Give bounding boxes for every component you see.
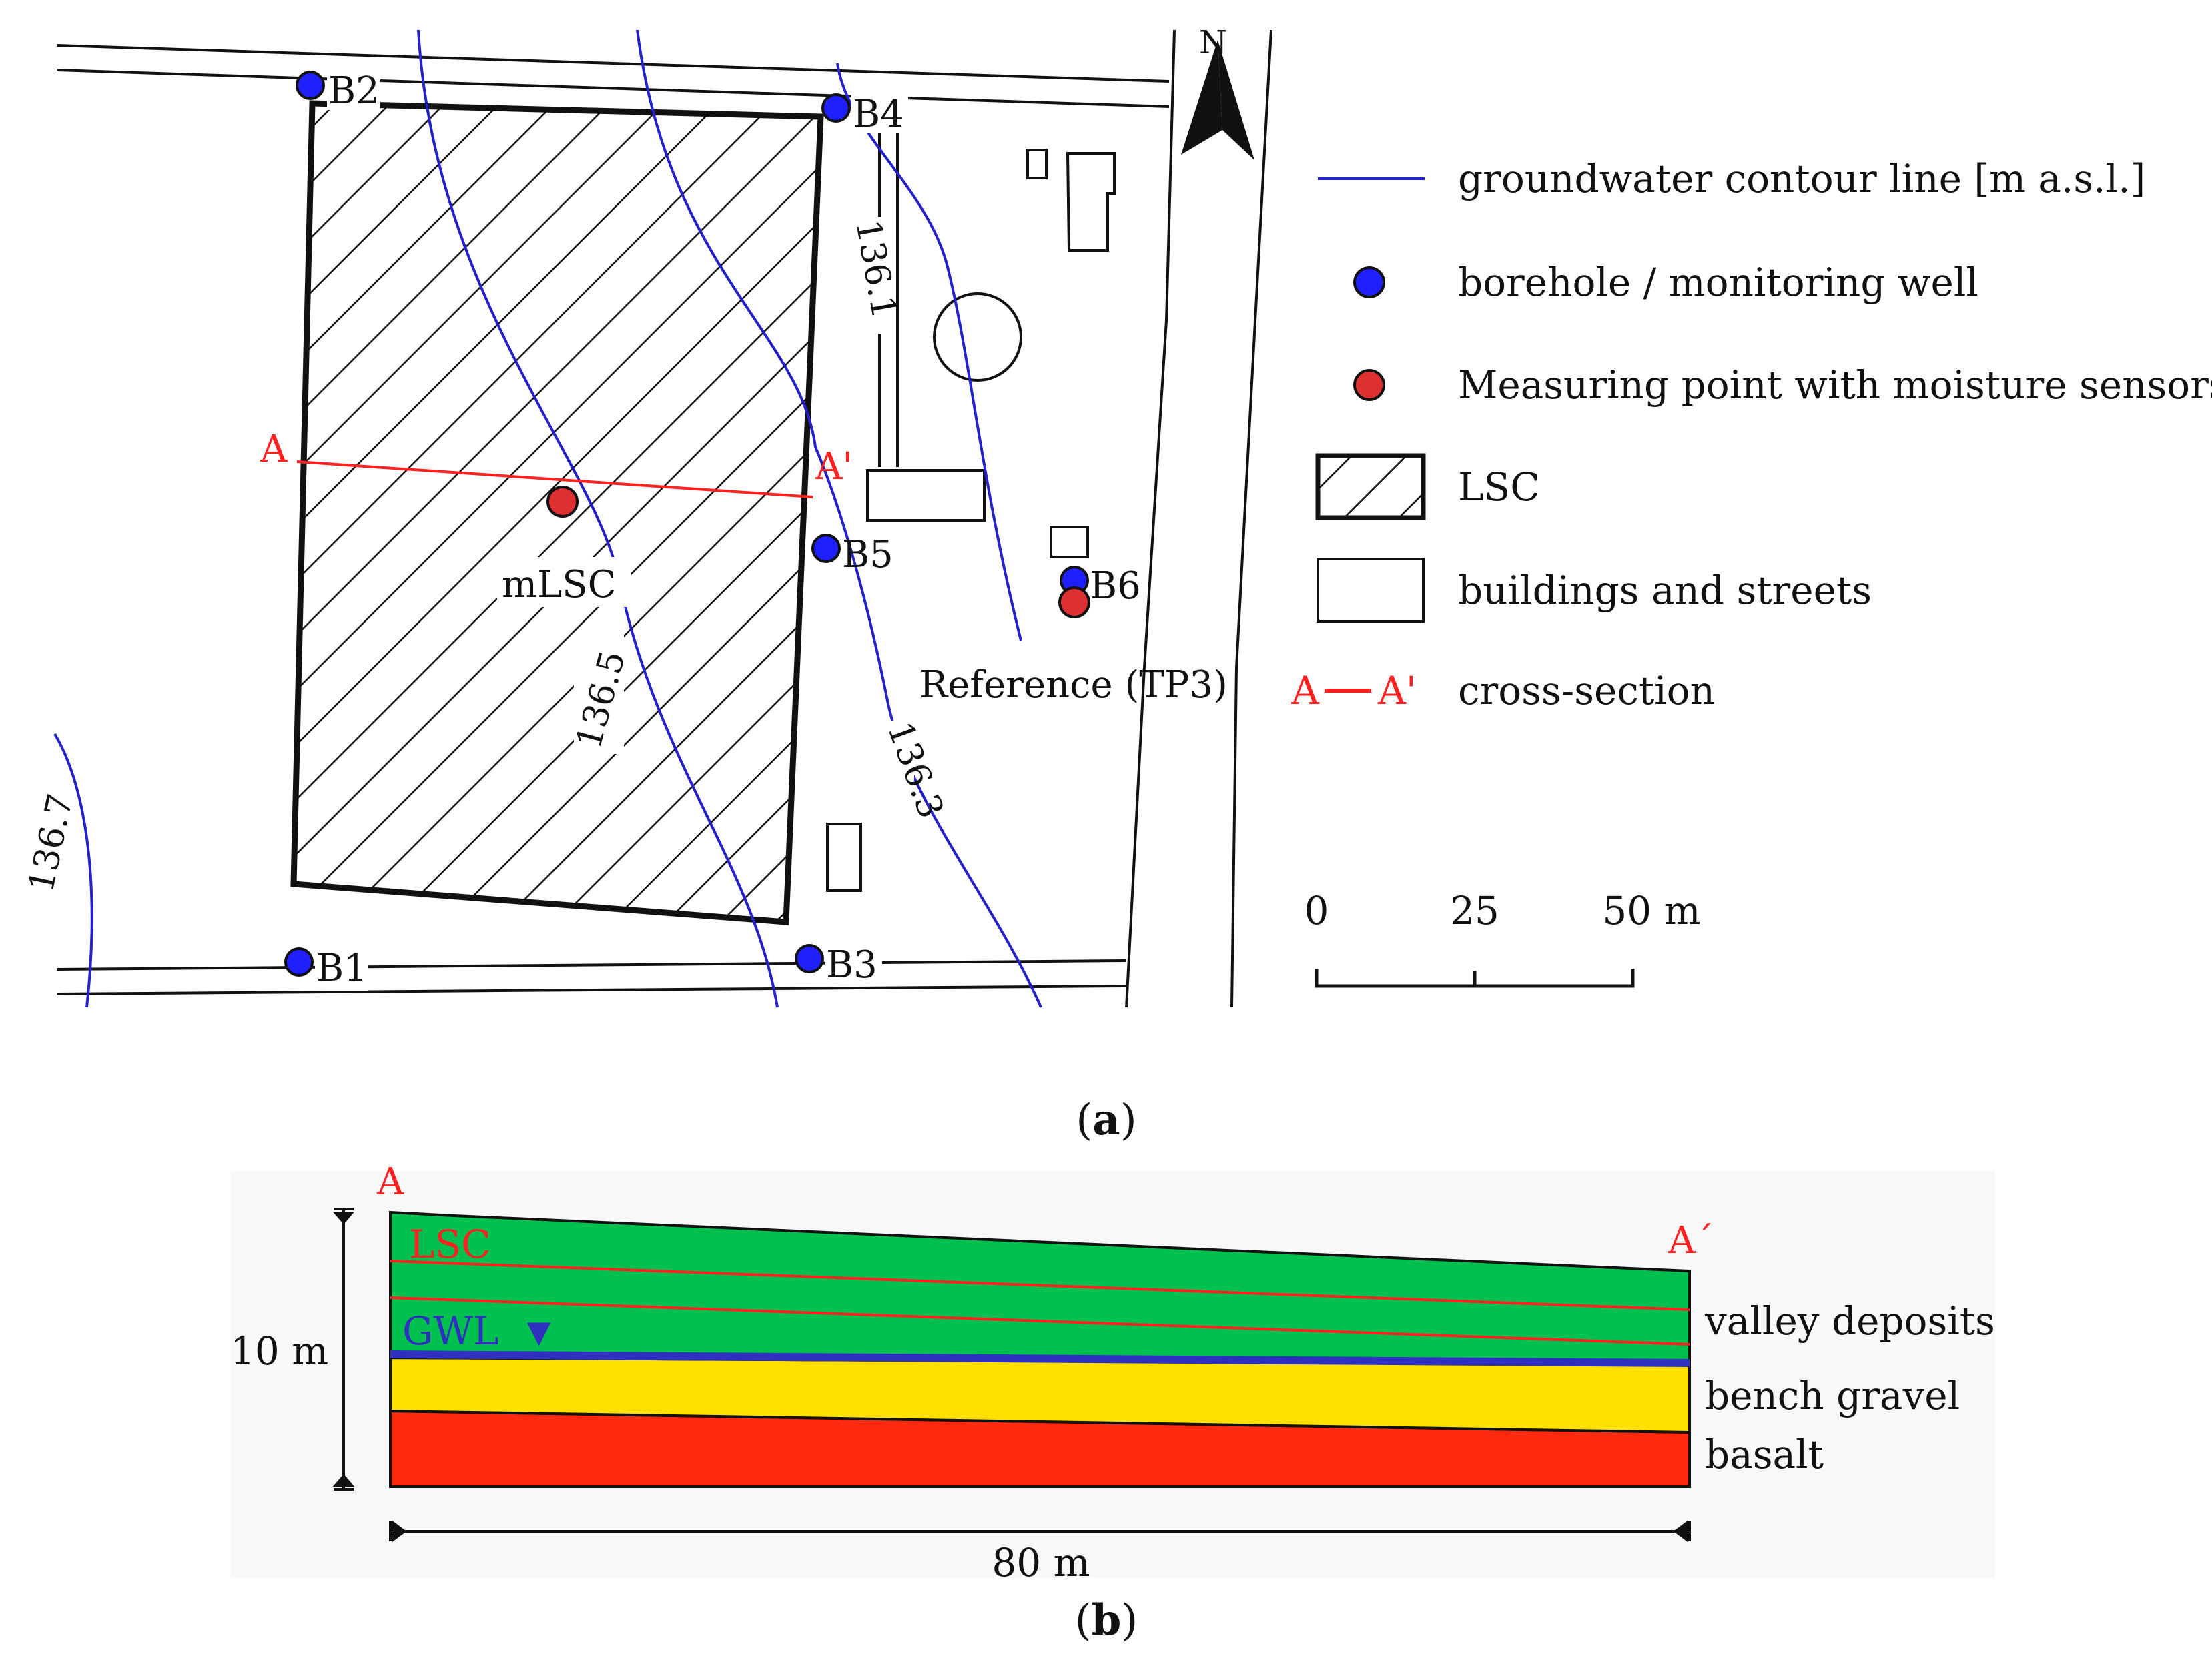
borehole-label-b3: B3 <box>826 943 877 987</box>
site-map: 136.7 136.5 136.3 136.1 A A' B2 B4 B5 <box>20 24 2212 1008</box>
legend-contour-label: groundwater contour line [m a.s.l.] <box>1458 156 2145 201</box>
scale-tick-0: 0 <box>1305 888 1329 933</box>
scale-tick-50: 50 m <box>1602 888 1700 933</box>
legend-sensor-label: Measuring point with moisture sensors <box>1458 362 2212 408</box>
panel-a-letter: a <box>1092 1095 1120 1145</box>
panel-b-caption: (b) <box>1075 1595 1138 1645</box>
building <box>1050 526 1089 558</box>
borehole-b2 <box>296 71 325 100</box>
building <box>866 469 986 522</box>
width-label: 80 m <box>992 1540 1090 1585</box>
buildings <box>826 149 1116 892</box>
borehole-label-b1: B1 <box>316 947 368 990</box>
north-arrow-icon: N <box>1181 24 1254 160</box>
panel-b-letter: b <box>1092 1595 1122 1645</box>
contour-label-1367: 136.7 <box>21 791 81 896</box>
layer-label-valley: valley deposits <box>1704 1298 1995 1344</box>
scale-bar: 0 25 50 m <box>1305 888 1701 988</box>
gwl-triangle-icon: ▼ <box>527 1314 551 1350</box>
section-lsc-label: LSC <box>409 1222 491 1267</box>
section-label-a: A <box>376 1160 404 1204</box>
gwl-line <box>390 1350 1690 1367</box>
building <box>1026 149 1048 179</box>
scale-tick-25: 25 <box>1450 888 1499 933</box>
sensor-label-mlsc: mLSC <box>502 563 617 606</box>
building <box>1066 152 1116 252</box>
legend-buildings-swatch <box>1317 558 1425 623</box>
building <box>826 823 862 892</box>
legend: groundwater contour line [m a.s.l.] bore… <box>1291 156 2212 713</box>
legend-lsc-label: LSC <box>1458 464 1540 510</box>
sensor-reference <box>1058 586 1090 618</box>
cross-section-line <box>296 460 813 498</box>
tank <box>933 292 1022 382</box>
borehole-label-b5: B5 <box>842 533 893 576</box>
borehole-label-b4: B4 <box>853 93 904 136</box>
section-label-a: A <box>260 428 288 471</box>
height-dimension <box>332 1208 355 1491</box>
layer-valley-deposits <box>389 1210 1691 1366</box>
svg-text:(a): (a) <box>1076 1095 1136 1145</box>
lsc-bottom-line <box>390 1296 1690 1346</box>
legend-section-a-prime: A' <box>1377 668 1417 713</box>
layer-label-gravel: bench gravel <box>1705 1373 1960 1418</box>
borehole-b3 <box>795 944 824 973</box>
legend-sensor-icon <box>1353 369 1385 401</box>
contour-1363 <box>636 29 1042 1008</box>
legend-section-a: A <box>1291 668 1320 713</box>
borehole-b5 <box>811 534 841 563</box>
legend-borehole-icon <box>1353 266 1385 298</box>
contour-1367 <box>53 733 93 1008</box>
lsc-top-line <box>390 1260 1690 1311</box>
borehole-labels: B2 B4 B5 B6 B1 B3 <box>315 67 1141 991</box>
north-label: N <box>1199 24 1227 61</box>
section-label-a-prime: A' <box>815 445 853 488</box>
legend-lsc-swatch <box>1315 453 1426 520</box>
borehole-label-b6: B6 <box>1090 564 1141 608</box>
height-label: 10 m <box>230 1328 328 1374</box>
panel-a-caption: (a) <box>1076 1095 1136 1145</box>
streets <box>56 29 1272 1008</box>
borehole-b1 <box>284 947 314 977</box>
sensor-label-reference: Reference (TP3) <box>919 663 1228 707</box>
borehole-b4 <box>821 93 851 123</box>
borehole-label-b2: B2 <box>328 69 380 113</box>
sensor-mlsc <box>546 486 579 518</box>
cross-section-panel: LSC GWL ▼ A A´ valley deposits bench gra… <box>230 1160 1995 1585</box>
section-label-a-prime: A´ <box>1668 1219 1714 1262</box>
sensor-points <box>546 486 1090 618</box>
section-gwl-label: GWL <box>402 1308 498 1354</box>
legend-buildings-label: buildings and streets <box>1458 568 1872 613</box>
layer-label-basalt: basalt <box>1705 1432 1824 1477</box>
legend-borehole-label: borehole / monitoring well <box>1458 260 1978 305</box>
width-dimension <box>389 1521 1691 1542</box>
legend-section-label: cross-section <box>1458 668 1715 713</box>
svg-text:(b): (b) <box>1075 1595 1138 1645</box>
